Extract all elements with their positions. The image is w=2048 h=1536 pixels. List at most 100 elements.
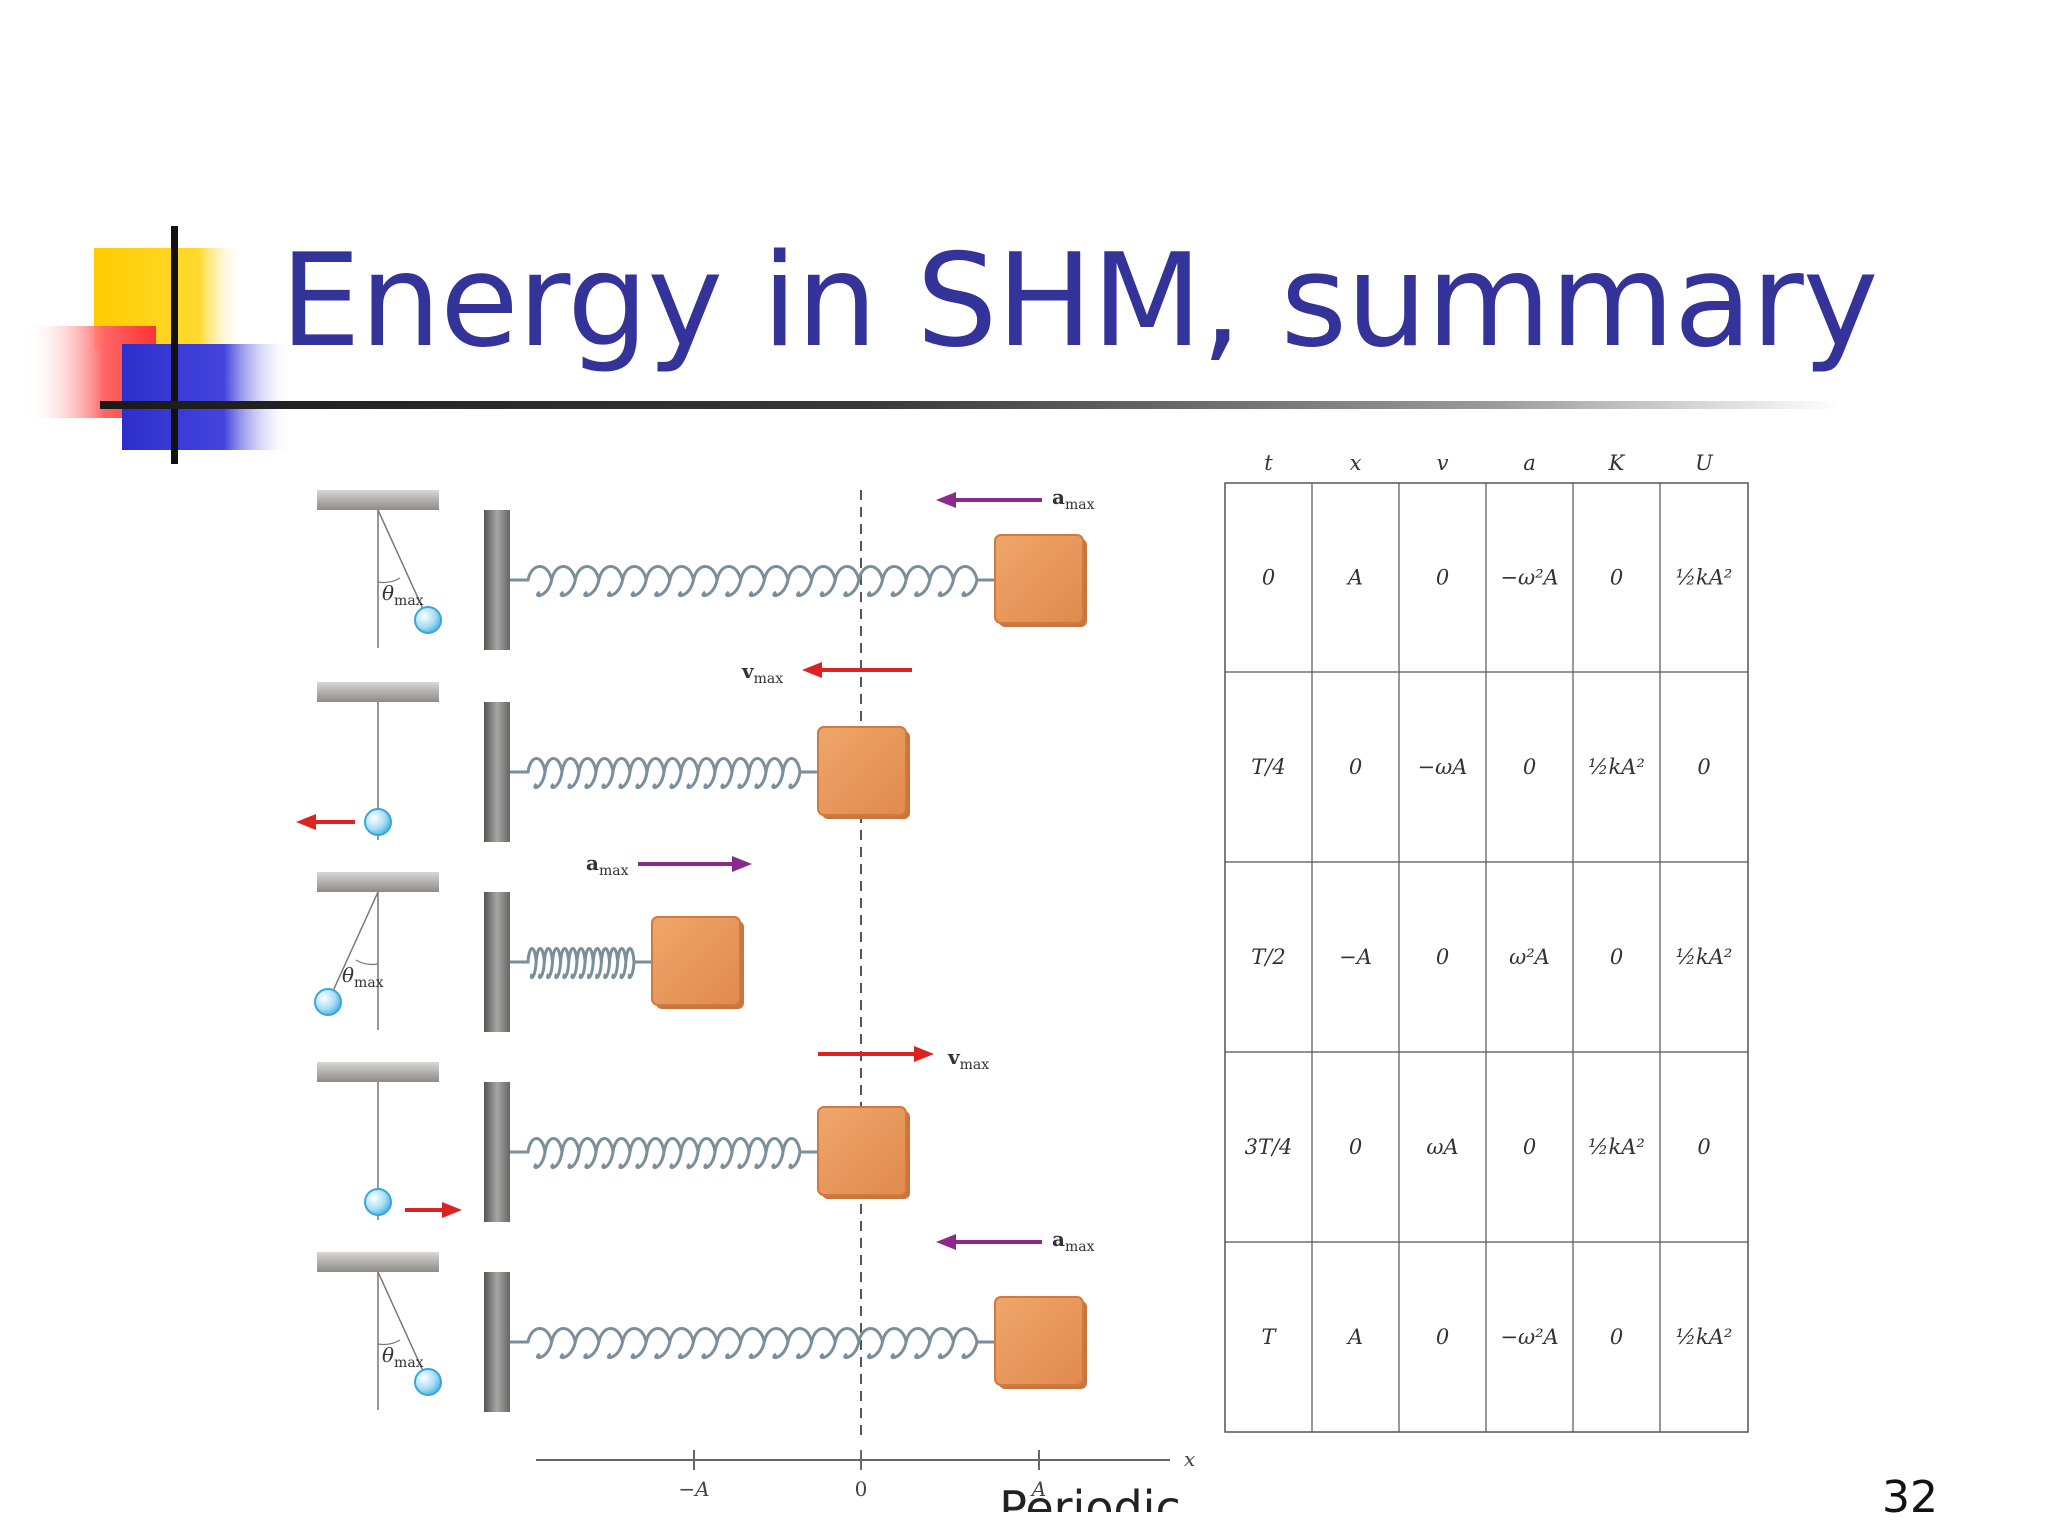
table-header-2: v [1437,451,1449,475]
slide-footer: Periodic Motion [999,1481,1181,1512]
pendulum-angle-label-main: θ [382,581,394,605]
spring-coil [510,565,995,598]
velocity-arrow-head [914,1046,934,1062]
axis-tick-label-a: A [1030,1477,1046,1501]
pendulum-velocity-arrow-head [442,1202,462,1218]
acceleration-label-main: a [1052,485,1065,509]
table-cell: 0 [1523,1135,1536,1159]
acceleration-label: amax [1052,1227,1095,1255]
acceleration-arrow-head [936,1234,956,1250]
axis-tick-label-zero: 0 [855,1477,868,1501]
table-cell: 0 [1349,1135,1362,1159]
pendulum-bob [314,988,342,1016]
pendulum-velocity-arrow [405,1202,462,1218]
pendulum-bob [414,606,442,634]
table-header-3: a [1523,451,1536,475]
velocity-arrow-head [802,662,822,678]
table-cell: T/4 [1251,755,1285,779]
pendulum-string [377,1271,429,1383]
axis-label-x: x [1184,1447,1195,1471]
table-cell: ½kA² [1588,755,1645,779]
pendulum-angle-label-main: θ [382,1343,394,1367]
pendulum-bob [364,808,392,836]
spring-coil [510,1327,995,1360]
axis-tick-label-minus-a: −A [678,1477,709,1501]
table-cell: 0 [1610,566,1623,590]
velocity-label: vmax [947,1045,989,1073]
table-cell: T/2 [1251,945,1285,969]
table-cell: ½kA² [1588,1135,1645,1159]
pendulum-angle-arc [355,959,379,966]
mass-block [651,916,741,1006]
acceleration-arrow [638,856,752,872]
table-cell: ½kA² [1676,945,1733,969]
table-cell: 0 [1610,1325,1623,1349]
spring-wall [484,702,510,842]
table-cell: 3T/4 [1245,1135,1293,1159]
pendulum-angle-label-sub: max [394,593,424,609]
pendulum-angle-label: θmax [342,963,384,991]
pendulum-angle-label-sub: max [394,1355,424,1371]
acceleration-label-sub: max [599,863,629,879]
table-cell: 0 [1436,945,1449,969]
pendulum-velocity-arrow [296,814,355,830]
diagram-row-2: vmax [296,659,912,842]
spring-wall [484,510,510,650]
velocity-arrow [818,1046,934,1062]
pendulum-support [317,682,439,702]
acceleration-arrow-head [732,856,752,872]
velocity-arrow [802,662,912,678]
mass-block [994,534,1084,624]
table-header-5: U [1695,451,1714,475]
acceleration-arrow-head [936,492,956,508]
pendulum-string [327,891,379,1003]
velocity-label-sub: max [754,671,784,687]
pendulum-angle-arc [377,1339,401,1346]
table-cell: 0 [1697,755,1710,779]
table-cell: ω²A [1509,945,1550,969]
acceleration-label-sub: max [1065,497,1095,513]
spring-wall [484,1082,510,1222]
pendulum-angle-label: θmax [382,581,424,609]
spring-coil [510,757,818,790]
acceleration-arrow [936,492,1042,508]
pendulum-angle-arc [377,577,401,584]
velocity-label: vmax [741,659,783,687]
table-cell: A [1346,1325,1363,1349]
acceleration-label-main: a [1052,1227,1065,1251]
acceleration-label-main: a [586,851,599,875]
diagram-row-3: θmax amax [314,851,752,1032]
pendulum-bob [414,1368,442,1396]
pendulum-support [317,490,439,510]
position-axis: −A 0 A x [536,1447,1195,1501]
pendulum-velocity-arrow-head [296,814,316,830]
table-cell: ½kA² [1676,1325,1733,1349]
spring-coil [510,947,652,980]
mass-block [817,1106,907,1196]
table-cell: 0 [1262,566,1275,590]
spring-wall [484,1272,510,1412]
table-cell: ωA [1426,1135,1458,1159]
table-cell: 0 [1436,566,1449,590]
mass-block [994,1296,1084,1386]
table-header-4: K [1608,451,1626,475]
table-cell: 0 [1349,755,1362,779]
slide-title: Energy in SHM, summary [280,227,1878,376]
table-cell: A [1346,566,1363,590]
table-cell: ½kA² [1676,566,1733,590]
title-divider [100,401,1840,409]
acceleration-label-sub: max [1065,1239,1095,1255]
spring-coil [510,1137,818,1170]
acceleration-arrow [936,1234,1042,1250]
table-cell: −ωA [1418,755,1468,779]
velocity-label-main: v [947,1045,961,1069]
table-cell: 0 [1523,755,1536,779]
table-cell: −ω²A [1500,1325,1558,1349]
pendulum-support [317,872,439,892]
mass-block [817,726,907,816]
pendulum-support [317,1252,439,1272]
